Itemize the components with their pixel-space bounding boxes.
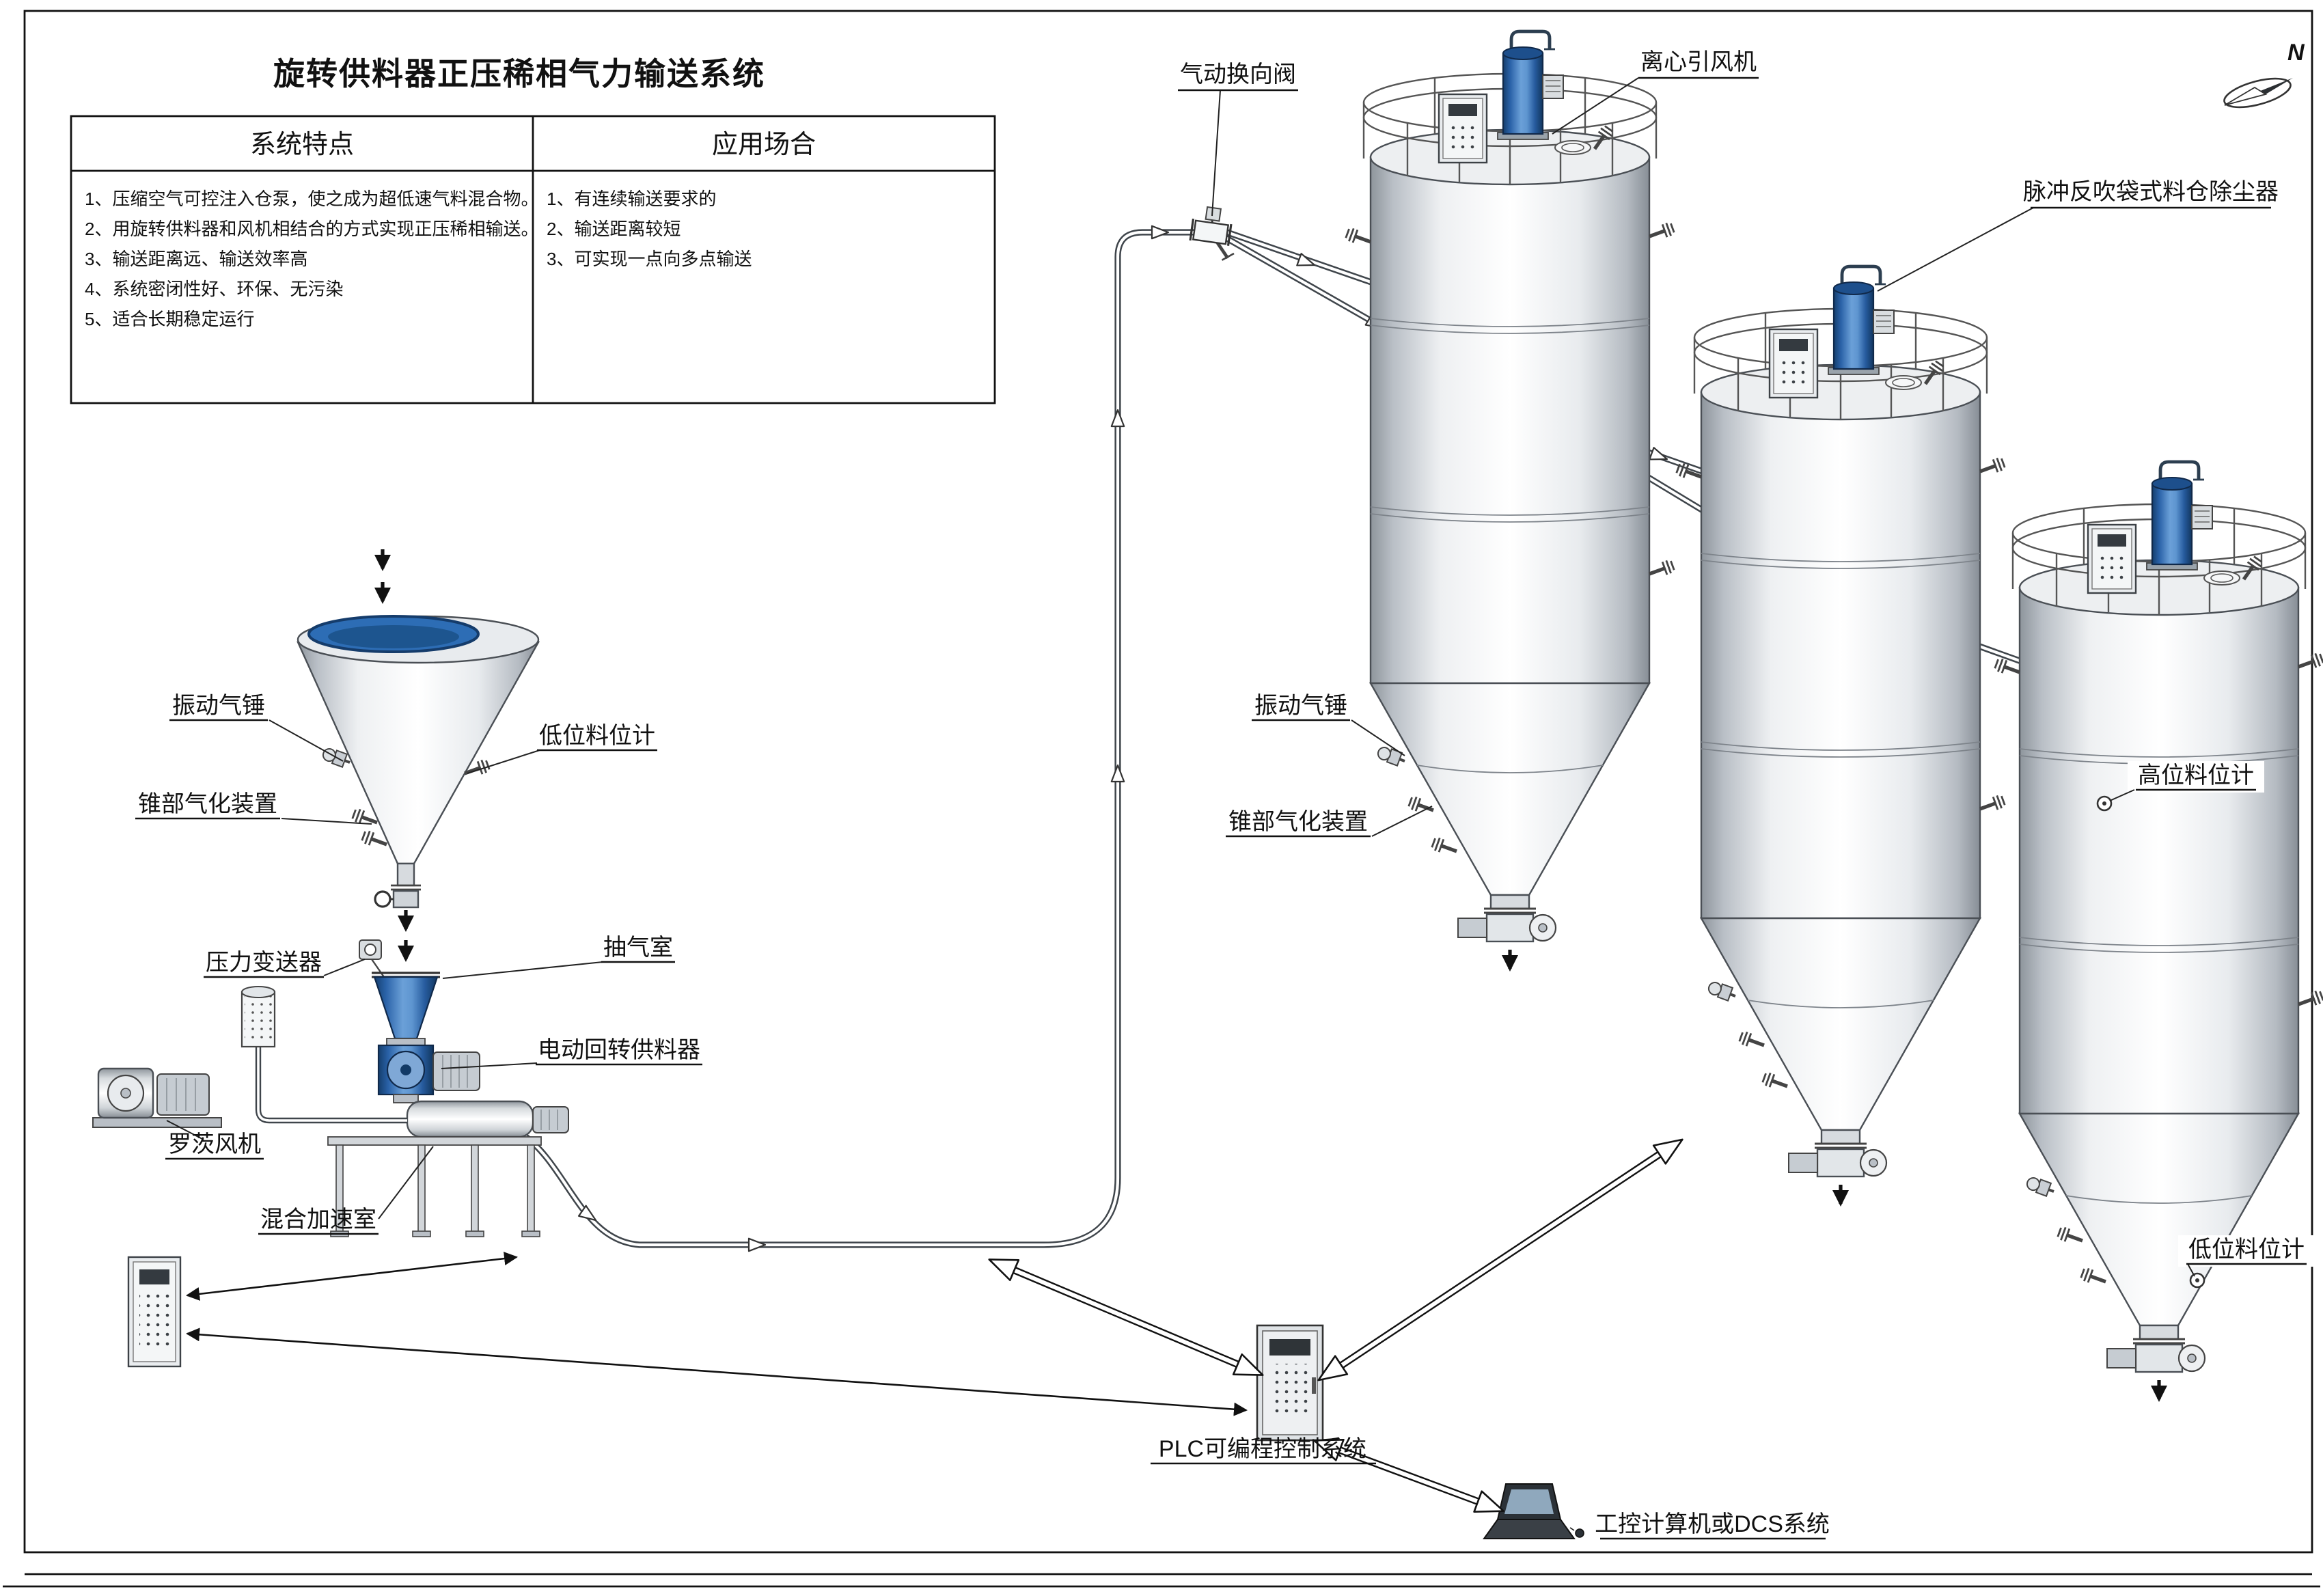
feature-item: 3、输送距离远、输送效率高 [85, 249, 307, 269]
page-title: 旋转供料器正压稀相气力输送系统 [273, 56, 765, 92]
roots-blower [92, 986, 407, 1128]
silo3-level-sensors [2096, 795, 2205, 1289]
svg-text:脉冲反吹袋式料仓除尘器: 脉冲反吹袋式料仓除尘器 [2023, 179, 2279, 205]
signal-arrows [186, 1138, 1683, 1513]
application-item: 3、可实现一点向多点输送 [547, 249, 752, 269]
label-dcs: 工控计算机或DCS系统 [1595, 1511, 1830, 1540]
svg-text:低位料位计: 低位料位计 [2188, 1237, 2305, 1263]
svg-text:电动回转供料器: 电动回转供料器 [538, 1037, 700, 1063]
svg-text:罗茨风机: 罗茨风机 [168, 1131, 261, 1157]
svg-text:振动气锤: 振动气锤 [172, 693, 265, 719]
label-vibrator-silo: 振动气锤 [1252, 693, 1405, 756]
label-low-level-left: 低位料位计 [467, 723, 657, 774]
svg-text:气动换向阀: 气动换向阀 [1180, 61, 1296, 87]
feature-item: 1、压缩空气可控注入仓泵，使之成为超低速气料混合物。 [85, 189, 538, 209]
svg-text:锥部气化装置: 锥部气化装置 [1228, 809, 1368, 835]
air-extraction-chamber-funnel [373, 976, 439, 1040]
application-item: 1、有连续输送要求的 [547, 189, 716, 209]
label-cone-aeration-left: 锥部气化装置 [135, 791, 372, 825]
label-pneumatic-diverter-valve: 气动换向阀 [1178, 61, 1298, 217]
label-mixing-chamber: 混合加速室 [258, 1146, 434, 1235]
border-frame [3, 10, 2320, 1588]
feature-item: 4、系统密闭性好、环保、无污染 [85, 279, 343, 299]
feature-list: 1、压缩空气可控注入仓泵，使之成为超低速气料混合物。 2、用旋转供料器和风机相结… [85, 189, 538, 329]
svg-text:PLC可编程控制系统: PLC可编程控制系统 [1159, 1436, 1366, 1462]
compass-n-label: N [2287, 40, 2305, 66]
table-header-applications: 应用场合 [712, 130, 816, 159]
feeder-motor [432, 1051, 480, 1091]
control-panel-left [127, 1256, 182, 1368]
callout-labels: 气动换向阀 离心引风机 脉冲反吹袋式料仓除尘器 振动气锤 低位料位计 锥部气化装… [135, 49, 2315, 1540]
label-air-extraction-chamber: 抽气室 [442, 935, 675, 979]
svg-text:振动气锤: 振动气锤 [1254, 693, 1347, 719]
svg-text:抽气室: 抽气室 [603, 935, 673, 961]
label-cone-aeration-silo: 锥部气化装置 [1226, 806, 1433, 838]
feature-item: 5、适合长期稳定运行 [85, 309, 254, 329]
svg-text:压力变送器: 压力变送器 [206, 950, 322, 976]
label-plc: PLC可编程控制系统 [1151, 1436, 1376, 1465]
application-item: 2、输送距离较短 [547, 219, 681, 239]
svg-text:高位料位计: 高位料位计 [2138, 762, 2254, 788]
label-rotary-feeder: 电动回转供料器 [441, 1037, 702, 1069]
plc-cabinet [1256, 1324, 1324, 1442]
label-roots-blower: 罗茨风机 [165, 1120, 264, 1160]
svg-text:混合加速室: 混合加速室 [260, 1207, 376, 1233]
svg-text:离心引风机: 离心引风机 [1640, 49, 1757, 75]
feature-table: 系统特点 应用场合 1、压缩空气可控注入仓泵，使之成为超低速气料混合物。 2、用… [70, 115, 996, 404]
hopper-valve [392, 890, 420, 909]
north-compass: N [2223, 40, 2305, 109]
block-arrow-plc-computer [1313, 1438, 1504, 1513]
svg-text:工控计算机或DCS系统: 工控计算机或DCS系统 [1595, 1511, 1830, 1537]
svg-text:锥部气化装置: 锥部气化装置 [138, 791, 277, 817]
block-arrow-plc-silo2 [1317, 1138, 1683, 1381]
silo-2 [1676, 266, 2005, 1204]
feed-hopper [297, 549, 540, 962]
label-pressure-transmitter: 压力变送器 [204, 950, 366, 978]
label-vibrator-left: 振动气锤 [169, 693, 344, 762]
label-dust-collector: 脉冲反吹袋式料仓除尘器 [1877, 179, 2279, 292]
block-arrow-plc-pipe [988, 1258, 1264, 1376]
label-high-level: 高位料位计 [2109, 761, 2264, 801]
blower-motor [156, 1073, 210, 1116]
silo-1 [1345, 31, 1675, 969]
svg-text:低位料位计: 低位料位计 [539, 723, 655, 749]
label-centrifugal-fan: 离心引风机 [1552, 49, 1759, 135]
valve-handwheel [374, 890, 391, 908]
table-header-features: 系统特点 [250, 130, 354, 159]
application-list: 1、有连续输送要求的 2、输送距离较短 3、可实现一点向多点输送 [547, 189, 752, 269]
label-low-level-right: 低位料位计 [2178, 1235, 2315, 1277]
industrial-computer [1483, 1483, 1584, 1539]
feature-item: 2、用旋转供料器和风机相结合的方式实现正压稀相输送。 [85, 219, 538, 239]
rotary-feeder-assembly [359, 939, 480, 1103]
